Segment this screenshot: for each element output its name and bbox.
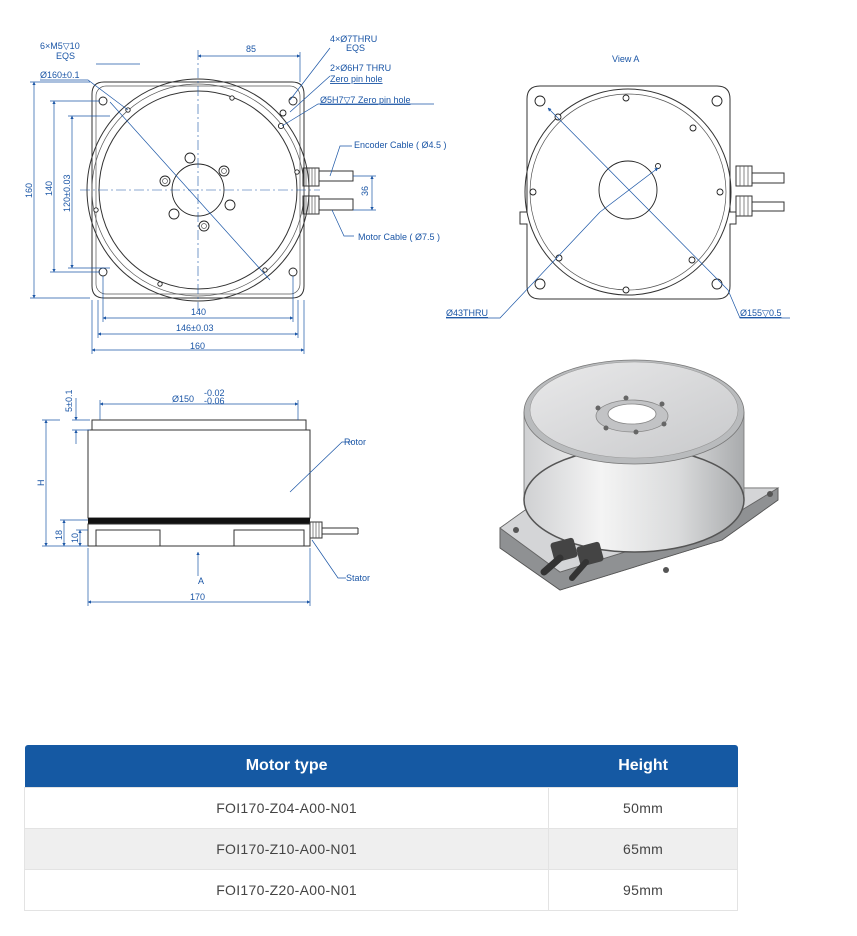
svg-text:6×M5▽10: 6×M5▽10 — [40, 41, 80, 51]
motor-type-cell: FOI170-Z04-A00-N01 — [23, 787, 550, 829]
motor-spec-table: Motor type Height FOI170-Z04-A00-N01 50m… — [23, 745, 738, 911]
bolt-circle-label: Ø160±0.1 — [40, 70, 79, 80]
dim-146-horizontal: 146±0.03 — [176, 323, 213, 333]
dim-h: H — [36, 480, 46, 487]
side-view: Ø150 -0.02 -0.06 5±0.1 Rotor Stator H 18… — [36, 388, 370, 606]
circle-label: Ø155▽0.5 — [740, 308, 781, 318]
table-row: FOI170-Z04-A00-N01 50mm — [23, 787, 738, 829]
dim-140-horizontal: 140 — [191, 307, 206, 317]
stator-label: Stator — [346, 573, 370, 583]
dim-160-horizontal: 160 — [190, 341, 205, 351]
header-height: Height — [548, 745, 738, 788]
dim-10: 10 — [70, 533, 80, 543]
thru-holes-label: 4×Ø7THRU — [330, 34, 377, 44]
motor-type-cell: FOI170-Z20-A00-N01 — [23, 869, 550, 911]
table-row: FOI170-Z20-A00-N01 95mm — [23, 869, 738, 911]
view-a-arrow-label: A — [198, 576, 204, 586]
dim-150-tol-lower: -0.06 — [204, 396, 225, 406]
height-cell: 65mm — [548, 828, 738, 870]
view-a: View A Ø43THRU Ø155▽0.5 — [446, 54, 790, 319]
dim-170: 170 — [190, 592, 205, 602]
dim-36: 36 — [360, 186, 370, 196]
dim-150-tol-upper: -0.02 — [204, 388, 225, 398]
motor-cable-label: Motor Cable ( Ø7.5 ) — [358, 232, 440, 242]
thru-eqs-label: EQS — [346, 43, 365, 53]
dim-18: 18 — [54, 530, 64, 540]
dim-140-vertical: 140 — [44, 181, 54, 196]
dim-120-vertical: 120±0.03 — [62, 175, 72, 212]
pin-hole-label-2: Ø5H7▽7 Zero pin hole — [320, 95, 410, 105]
rotor-label: Rotor — [344, 437, 366, 447]
header-motor-type: Motor type — [24, 745, 549, 788]
dim-160-vertical: 160 — [24, 183, 34, 198]
height-cell: 50mm — [548, 787, 738, 829]
bore-label: Ø43THRU — [446, 308, 488, 318]
height-cell: 95mm — [548, 869, 738, 911]
dim-5: 5±0.1 — [64, 390, 74, 412]
motor-type-cell: FOI170-Z10-A00-N01 — [23, 828, 550, 870]
technical-drawing: 6×M5▽10 EQS Ø160±0.1 85 4×Ø7THRU EQS 2×Ø… — [24, 34, 790, 606]
motor-render-image — [499, 359, 780, 591]
pin-hole-label-1a: 2×Ø6H7 THRU — [330, 63, 391, 73]
view-a-title: View A — [612, 54, 639, 64]
table-row: FOI170-Z10-A00-N01 65mm — [23, 828, 738, 870]
encoder-cable-label: Encoder Cable ( Ø4.5 ) — [354, 140, 447, 150]
dim-150: Ø150 — [172, 394, 194, 404]
pin-hole-label-1b: Zero pin hole — [330, 74, 383, 84]
table-header-row: Motor type Height — [24, 745, 738, 788]
eqs-label: EQS — [56, 51, 75, 61]
depth-label: ▽10 — [63, 41, 80, 51]
top-view: 6×M5▽10 EQS Ø160±0.1 85 4×Ø7THRU EQS 2×Ø… — [24, 34, 447, 354]
dim-85: 85 — [246, 44, 256, 54]
holes-label: 6×M5 — [40, 41, 63, 51]
